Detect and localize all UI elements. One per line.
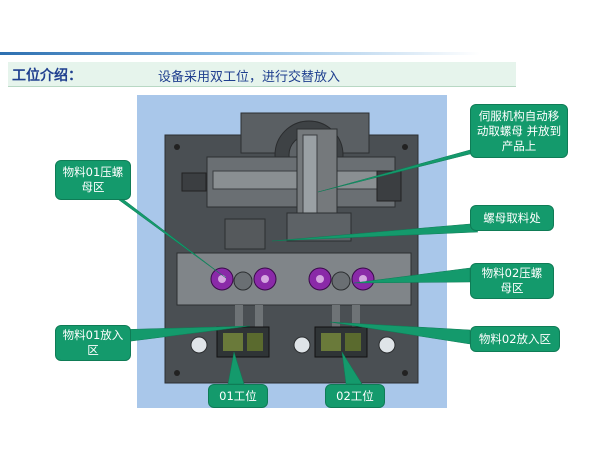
- callout-press-01: 物料01压螺母区: [55, 160, 131, 200]
- machine-diagram: [137, 95, 447, 408]
- callout-press-02: 物料02压螺母区: [470, 263, 554, 299]
- callout-nut-pick: 螺母取料处: [470, 205, 554, 231]
- callout-load-01: 物料01放入区: [55, 325, 131, 361]
- callout-station-02: 02工位: [325, 384, 385, 408]
- callout-station-01: 01工位: [208, 384, 268, 408]
- header-accent-line: [0, 52, 600, 55]
- header-bar: 工位介绍： 设备采用双工位，进行交替放入: [8, 62, 516, 87]
- callout-load-02: 物料02放入区: [470, 326, 560, 352]
- header-label: 工位介绍：: [12, 68, 82, 84]
- callout-servo: 伺服机构自动移动取螺母 并放到产品上: [470, 104, 568, 158]
- header-text: 设备采用双工位，进行交替放入: [158, 70, 341, 85]
